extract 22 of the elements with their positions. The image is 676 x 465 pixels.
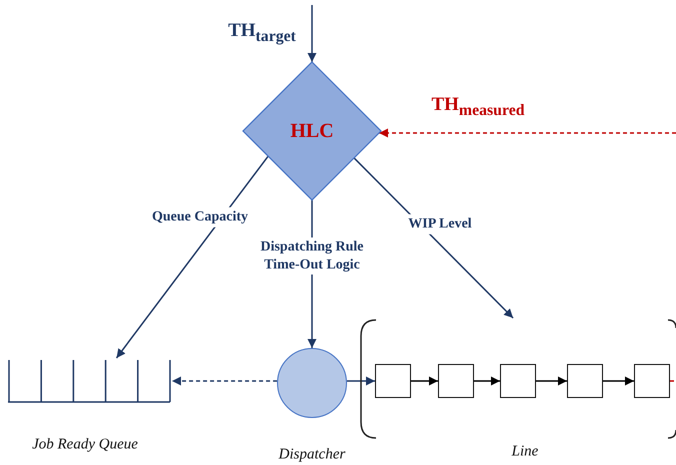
process-box xyxy=(438,364,474,398)
arrow xyxy=(474,376,500,386)
caption-text: Dispatcher xyxy=(278,446,346,464)
caption-text: Line xyxy=(512,444,538,460)
edge-label: TH$_{target}$ xyxy=(228,19,296,47)
process-box xyxy=(634,364,670,398)
dashed-arrow xyxy=(172,376,278,386)
arrow xyxy=(536,376,567,386)
edge-label: TH$_{measured}$ xyxy=(431,93,525,121)
process-box xyxy=(500,364,536,398)
dashed-arrow xyxy=(379,128,676,138)
connector-line xyxy=(670,380,676,382)
arrow xyxy=(116,156,269,358)
arrow xyxy=(346,376,375,386)
node-label: HLC xyxy=(290,120,334,142)
arrow xyxy=(603,376,634,386)
process-box xyxy=(375,364,411,398)
arrow xyxy=(308,5,316,62)
arrow xyxy=(411,376,438,386)
arrow xyxy=(354,157,514,319)
process-box xyxy=(567,364,603,398)
caption-text: Job Ready Queue xyxy=(32,436,138,454)
